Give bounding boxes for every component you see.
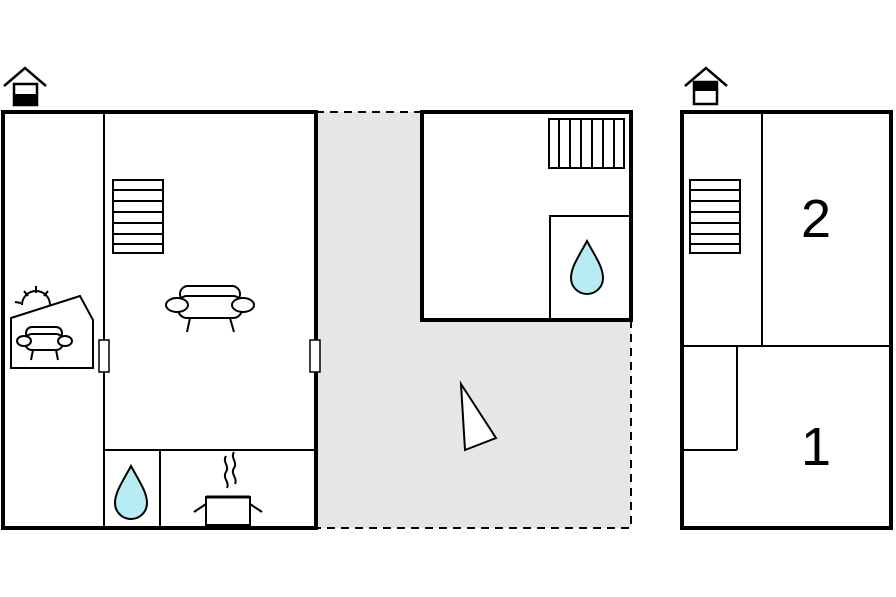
staircase-icon bbox=[689, 179, 741, 254]
staircase-icon bbox=[112, 179, 164, 254]
bathroom-water-drop-icon bbox=[569, 238, 605, 295]
upper-level-house-icon bbox=[684, 66, 728, 106]
compass-north-arrow-icon bbox=[459, 380, 498, 452]
staircase-icon bbox=[548, 118, 625, 169]
kitchen-pot-icon bbox=[193, 451, 263, 526]
bedroom-1-label: 1 bbox=[801, 417, 831, 477]
bathroom-water-drop-icon bbox=[113, 463, 149, 520]
sun-lounge-icon bbox=[10, 286, 94, 369]
sofa-icon bbox=[165, 285, 255, 333]
upper-floor-walls bbox=[680, 110, 893, 530]
bedroom-2-label: 2 bbox=[801, 189, 831, 249]
door-icon bbox=[98, 339, 110, 373]
door-icon bbox=[309, 339, 321, 373]
ground-level-house-icon bbox=[3, 66, 47, 107]
